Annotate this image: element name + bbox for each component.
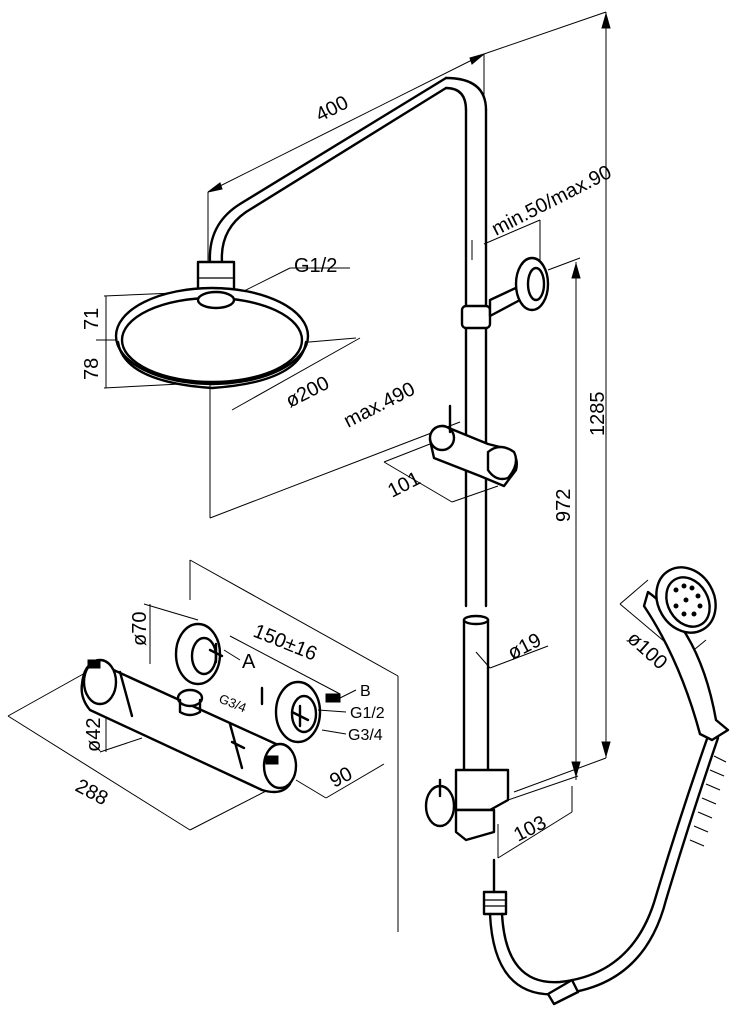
thermostatic-mixer bbox=[80, 622, 357, 794]
label-body-depth: 90 bbox=[326, 763, 356, 793]
label-port-b: B bbox=[360, 683, 371, 700]
label-arm-length: 400 bbox=[312, 92, 352, 127]
shower-hose bbox=[488, 734, 727, 1006]
label-thread-g12: G1/2 bbox=[350, 705, 385, 722]
label-rosette-diameter: ø70 bbox=[129, 612, 151, 646]
label-arm-offset: min.50/max.90 bbox=[488, 161, 615, 240]
label-head-diameter: ø200 bbox=[282, 372, 333, 412]
label-bracket-depth: 103 bbox=[510, 812, 550, 847]
label-thread-g34-left: G3/4 bbox=[217, 691, 249, 715]
label-body-diameter: ø42 bbox=[83, 718, 105, 752]
label-holder-depth: 101 bbox=[384, 468, 424, 503]
label-thread-g34-right: G3/4 bbox=[348, 727, 383, 744]
label-head-height-71: 71 bbox=[81, 308, 103, 330]
label-body-length: 288 bbox=[72, 775, 112, 810]
handshower-holder bbox=[428, 404, 518, 488]
label-head-height-78: 78 bbox=[81, 358, 103, 380]
label-port-a: A bbox=[242, 651, 256, 673]
dimension-lines bbox=[7, 11, 707, 932]
label-max-projection: max.490 bbox=[340, 378, 418, 432]
label-tube-diameter: ø19 bbox=[504, 629, 545, 664]
label-head-thread: G1/2 bbox=[294, 255, 337, 277]
label-height-972: 972 bbox=[553, 489, 575, 522]
hand-shower bbox=[642, 566, 730, 742]
label-height-1285: 1285 bbox=[587, 392, 609, 437]
overhead-shower-assembly bbox=[114, 76, 550, 608]
lower-rail bbox=[424, 614, 510, 916]
